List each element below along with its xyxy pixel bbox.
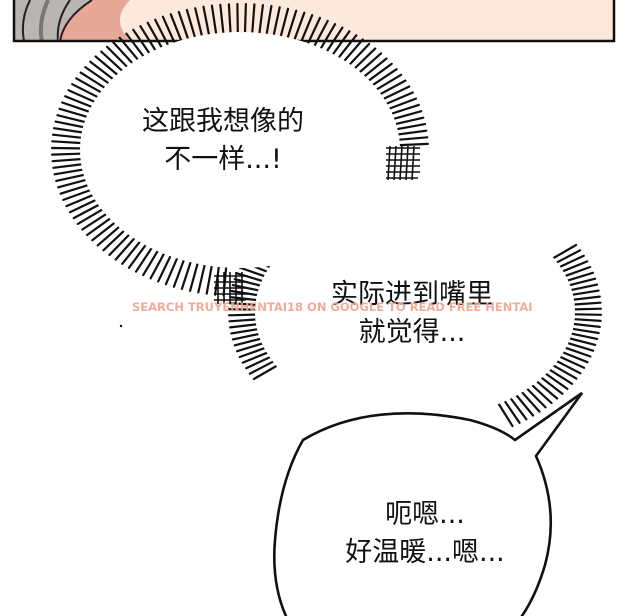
crosshatch-corner-1 <box>386 145 420 181</box>
crosshatch-corner-2 <box>214 272 248 304</box>
bubble-1-line-2: 不一样...! <box>164 144 282 175</box>
bubble-1-line-1: 这跟我想像的 <box>142 106 304 137</box>
bubble-2-line-2: 就觉得... <box>358 317 466 348</box>
top-panel-border <box>12 0 616 43</box>
top-panel <box>14 0 614 41</box>
bubble-3-line-1: 呃嗯... <box>385 499 465 530</box>
speech-bubble-3 <box>273 391 584 616</box>
bubble-3-text: 呃嗯... 好温暖...嗯... <box>330 496 520 572</box>
bubble-1-text: 这跟我想像的 不一样...! <box>118 103 328 179</box>
bubble-2-line-1: 实际进到嘴里 <box>331 279 493 310</box>
burst-bubble-2 <box>227 234 603 428</box>
bubble-2-text: 实际进到嘴里 就觉得... <box>312 276 512 352</box>
bubble-3-line-2: 好温暖...嗯... <box>345 537 505 568</box>
burst-bubble-1 <box>50 2 429 297</box>
watermark-text: SEARCH TRUYENHENTAI18 ON GOOGLE TO READ … <box>132 300 533 314</box>
